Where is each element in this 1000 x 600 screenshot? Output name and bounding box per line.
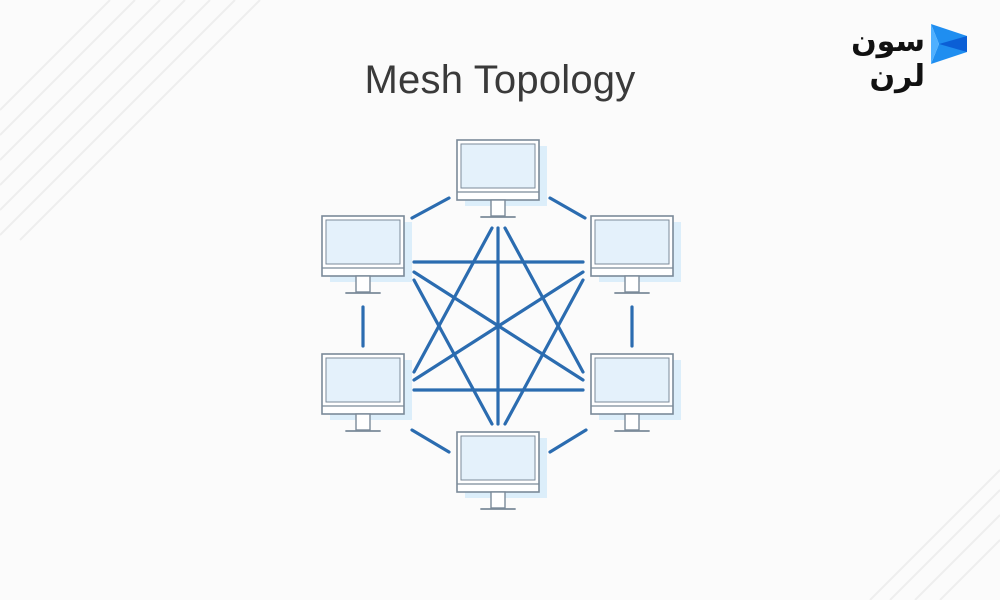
desktop-monitor-icon: [321, 353, 412, 432]
link-top-to-upper-right: [548, 196, 587, 220]
desktop-monitor-icon: [590, 215, 681, 294]
desktop-monitor-icon: [321, 215, 412, 294]
mesh-links: [361, 196, 634, 454]
link-upper-left-to-top: [410, 196, 451, 220]
link-bottom-to-lower-left: [410, 428, 451, 454]
monitor-screen: [325, 357, 401, 403]
brand-logo[interactable]: سون لرن: [795, 20, 975, 94]
monitor-neck: [490, 199, 506, 217]
desktop-monitor-icon: [456, 431, 547, 510]
monitor-neck: [624, 413, 640, 431]
link-lower-right-to-bottom: [548, 428, 588, 454]
monitor-screen: [594, 219, 670, 265]
monitor-neck: [624, 275, 640, 293]
mesh-nodes: [321, 139, 681, 510]
monitor-screen: [325, 219, 401, 265]
monitor-neck: [490, 491, 506, 509]
monitor-screen: [460, 143, 536, 189]
monitor-neck: [355, 413, 371, 431]
link-bottom-to-upper-right: [503, 278, 585, 426]
monitor-screen: [460, 435, 536, 481]
link-top-to-lower-left: [412, 226, 494, 374]
brand-arrow-icon: [931, 24, 967, 64]
monitor-screen: [594, 357, 670, 403]
link-lower-left-to-upper-right: [412, 270, 585, 382]
brand-name: سون لرن: [851, 24, 925, 94]
desktop-monitor-icon: [456, 139, 547, 218]
link-bottom-to-upper-left: [412, 278, 494, 426]
desktop-monitor-icon: [590, 353, 681, 432]
diagram-title: Mesh Topology: [364, 58, 636, 102]
monitor-neck: [355, 275, 371, 293]
link-top-to-lower-right: [503, 226, 585, 374]
